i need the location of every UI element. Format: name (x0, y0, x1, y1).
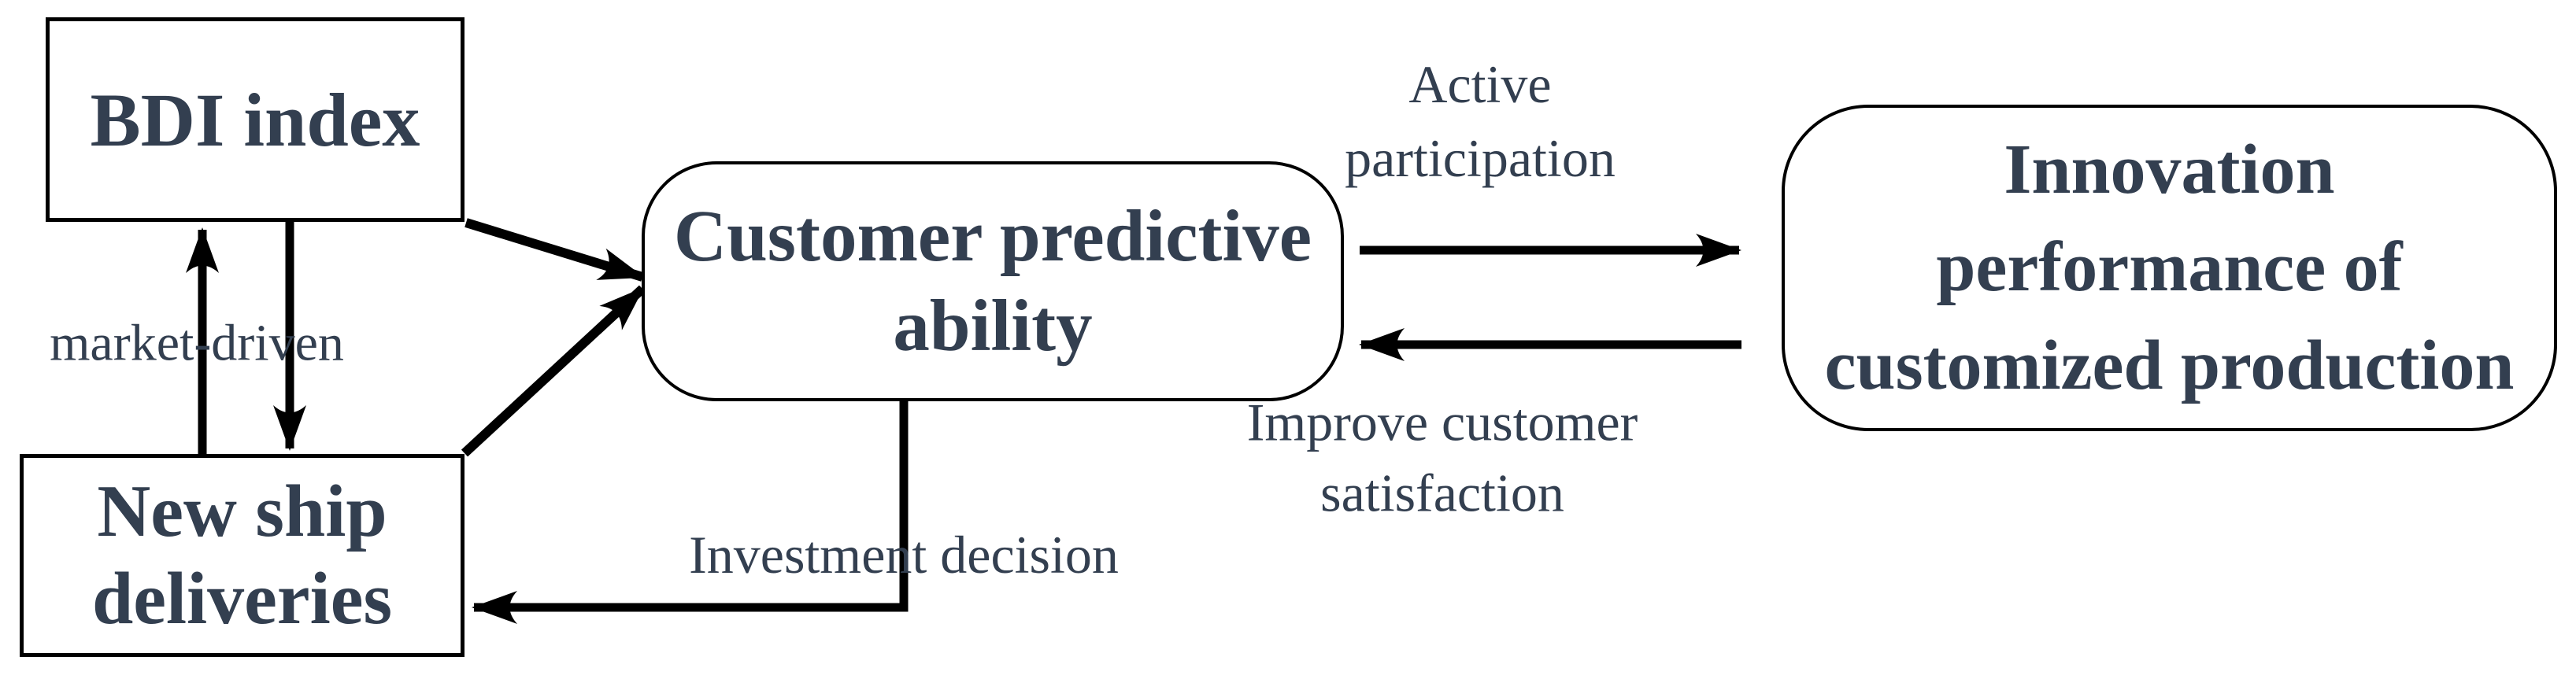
edge-label-improve-satisfaction-line2: satisfaction (1320, 463, 1564, 522)
arrow-center-to-ship (472, 400, 909, 624)
node-bdi-index: BDI index (46, 17, 464, 222)
node-new-ship-deliveries-line1: New ship (97, 471, 387, 553)
node-innovation-performance-line1: Innovation (2004, 131, 2335, 209)
node-new-ship-deliveries: New ship deliveries (20, 454, 464, 657)
node-new-ship-deliveries-line2: deliveries (91, 558, 393, 640)
arrow-bdi-to-center (464, 218, 645, 282)
node-innovation-performance-line3: customized production (1824, 326, 2515, 404)
edge-label-market-driven: market-driven (50, 314, 344, 372)
node-innovation-performance: Innovation performance of customized pro… (1782, 105, 2557, 431)
node-customer-predictive-ability: Customer predictive ability (642, 161, 1344, 401)
edge-label-investment-decision: Investment decision (689, 525, 1119, 585)
edge-label-active-participation-line2: participation (1345, 128, 1616, 188)
edge-label-improve-satisfaction: Improve customer satisfaction (1247, 387, 1638, 529)
edge-label-active-participation-line1: Active (1408, 54, 1552, 115)
arrow-ship-to-center (461, 285, 646, 457)
node-bdi-index-label: BDI index (90, 77, 420, 162)
node-customer-predictive-ability-line1: Customer predictive (673, 196, 1312, 278)
edge-label-active-participation: Active participation (1345, 48, 1616, 196)
node-innovation-performance-line2: performance of (1936, 228, 2403, 307)
edge-label-improve-satisfaction-line1: Improve customer (1246, 392, 1638, 452)
node-customer-predictive-ability-line2: ability (893, 285, 1093, 367)
